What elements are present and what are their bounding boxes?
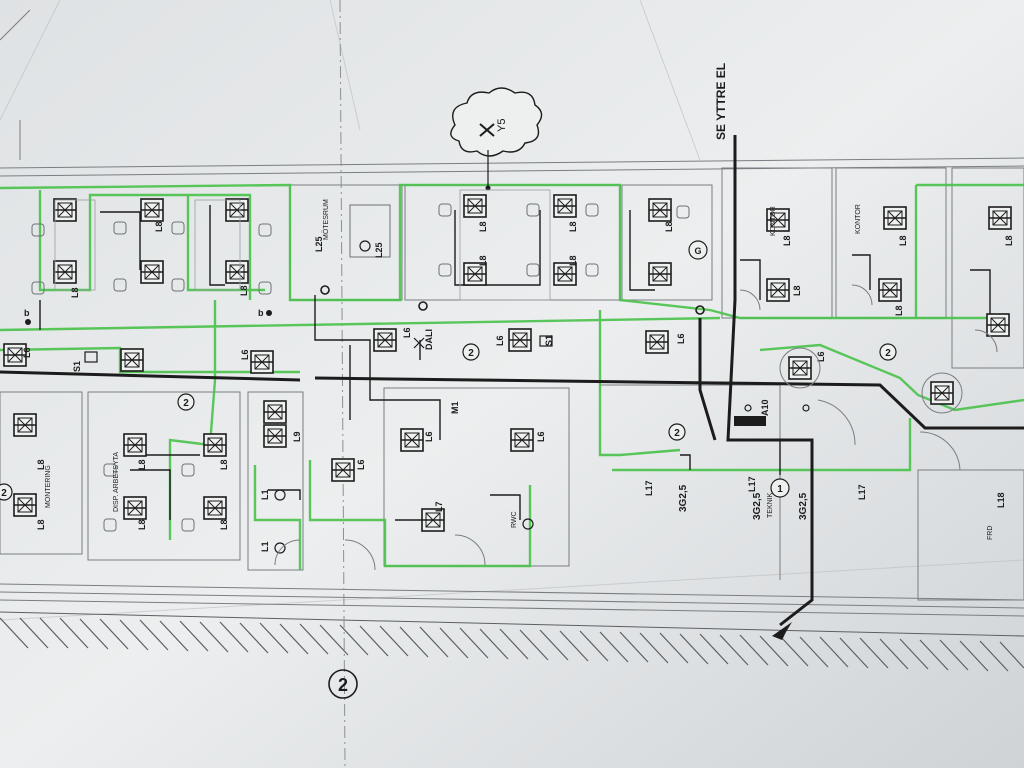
svg-text:L8: L8 bbox=[664, 221, 674, 232]
grid-line bbox=[339, 0, 346, 768]
svg-text:G: G bbox=[694, 246, 701, 256]
svg-text:L8: L8 bbox=[239, 285, 249, 296]
svg-text:L9: L9 bbox=[292, 431, 302, 442]
svg-text:L8: L8 bbox=[792, 285, 802, 296]
svg-text:L6: L6 bbox=[22, 347, 32, 358]
svg-text:2: 2 bbox=[885, 348, 891, 359]
svg-text:RWC: RWC bbox=[511, 511, 518, 528]
svg-text:3G2,5: 3G2,5 bbox=[798, 492, 809, 520]
svg-text:L17: L17 bbox=[857, 484, 867, 500]
svg-text:L8: L8 bbox=[898, 235, 908, 246]
outlet-b: b b bbox=[24, 308, 272, 325]
svg-text:L8: L8 bbox=[36, 519, 46, 530]
furniture bbox=[31, 189, 690, 532]
svg-text:L6: L6 bbox=[356, 459, 366, 470]
svg-text:A10: A10 bbox=[760, 399, 770, 416]
svg-text:b: b bbox=[258, 308, 264, 318]
svg-text:L6: L6 bbox=[240, 349, 250, 360]
cloud-annotation: Y5 bbox=[450, 87, 543, 191]
svg-text:L8: L8 bbox=[137, 519, 147, 530]
svg-text:L8: L8 bbox=[894, 305, 904, 316]
door-swings bbox=[274, 284, 998, 571]
feed-label: SE YTTRE EL bbox=[714, 63, 728, 140]
grid-axis-marker: 2 bbox=[328, 669, 358, 699]
svg-text:b: b bbox=[24, 308, 30, 318]
lighting-circuits bbox=[0, 183, 1024, 570]
svg-text:L8: L8 bbox=[154, 221, 164, 232]
svg-text:L25: L25 bbox=[374, 242, 384, 258]
svg-text:1: 1 bbox=[777, 484, 783, 495]
svg-text:M1: M1 bbox=[450, 401, 460, 414]
distribution-board-a10: A10 bbox=[734, 399, 770, 426]
svg-text:L8: L8 bbox=[219, 519, 229, 530]
svg-text:L8: L8 bbox=[782, 235, 792, 246]
svg-text:L8: L8 bbox=[478, 221, 488, 232]
motion-detector-m1: M1 bbox=[450, 401, 460, 414]
svg-text:S1: S1 bbox=[544, 335, 554, 346]
building-walls bbox=[0, 9, 1024, 617]
svg-text:L8: L8 bbox=[137, 459, 147, 470]
svg-text:KONTOR: KONTOR bbox=[770, 206, 777, 236]
generator-symbol: G bbox=[688, 240, 708, 260]
room-labels: KONTOR KONTOR MONTERING DISP. ARBETSYTA … bbox=[45, 199, 994, 540]
dali-controller: DALI bbox=[413, 329, 434, 350]
svg-text:Y5: Y5 bbox=[496, 119, 508, 132]
svg-text:L8: L8 bbox=[478, 255, 488, 266]
svg-text:3G2,5: 3G2,5 bbox=[752, 492, 763, 520]
svg-text:L7: L7 bbox=[434, 501, 444, 512]
svg-text:DISP. ARBETSYTA: DISP. ARBETSYTA bbox=[113, 452, 120, 512]
svg-text:DALI: DALI bbox=[424, 329, 434, 350]
svg-text:L6: L6 bbox=[402, 327, 412, 338]
svg-text:L1: L1 bbox=[260, 489, 270, 500]
svg-text:L17: L17 bbox=[644, 480, 654, 496]
svg-text:L8: L8 bbox=[36, 459, 46, 470]
svg-text:L17: L17 bbox=[747, 476, 757, 492]
svg-text:L8: L8 bbox=[1004, 235, 1014, 246]
svg-text:MONTERING: MONTERING bbox=[45, 465, 52, 508]
svg-text:2: 2 bbox=[183, 398, 189, 409]
svg-text:L6: L6 bbox=[816, 351, 826, 362]
svg-text:L8: L8 bbox=[70, 287, 80, 298]
feed-arrow bbox=[772, 622, 792, 640]
svg-text:FRD: FRD bbox=[987, 526, 994, 540]
svg-text:KONTOR: KONTOR bbox=[855, 204, 862, 234]
svg-text:L8: L8 bbox=[568, 255, 578, 266]
cable-labels: 3G2,5 3G2,5 3G2,5 bbox=[678, 484, 809, 520]
svg-text:L8: L8 bbox=[219, 459, 229, 470]
svg-text:2: 2 bbox=[468, 348, 474, 359]
svg-text:L6: L6 bbox=[495, 335, 505, 346]
svg-text:2: 2 bbox=[1, 488, 7, 499]
svg-text:L6: L6 bbox=[536, 431, 546, 442]
svg-text:TEKNIK: TEKNIK bbox=[767, 492, 774, 518]
svg-text:L25: L25 bbox=[314, 236, 324, 252]
sensor-s1: S1 S1 bbox=[72, 335, 554, 372]
circuit-markers: 2 2 2 2 2 1 bbox=[0, 343, 897, 501]
svg-text:L6: L6 bbox=[424, 431, 434, 442]
branch-wiring bbox=[39, 205, 991, 521]
main-feeders bbox=[0, 135, 1024, 627]
svg-text:L8: L8 bbox=[568, 221, 578, 232]
svg-text:MÖTESRUM: MÖTESRUM bbox=[322, 199, 330, 240]
svg-text:L18: L18 bbox=[996, 492, 1006, 508]
svg-text:2: 2 bbox=[674, 428, 680, 439]
device-symbols: G S1 S1 M1 DALI A10 b b bbox=[24, 240, 810, 554]
svg-text:L6: L6 bbox=[676, 333, 686, 344]
svg-text:S1: S1 bbox=[72, 361, 82, 372]
svg-text:2: 2 bbox=[338, 675, 348, 695]
svg-text:L1: L1 bbox=[260, 541, 270, 552]
svg-text:3G2,5: 3G2,5 bbox=[678, 484, 689, 512]
fixture-labels: L8 L8 L8 L8 L8 L8 L8 L8 L8 L8 L8 L8 L8 L… bbox=[22, 221, 1014, 552]
ground-hatch bbox=[0, 611, 1024, 672]
